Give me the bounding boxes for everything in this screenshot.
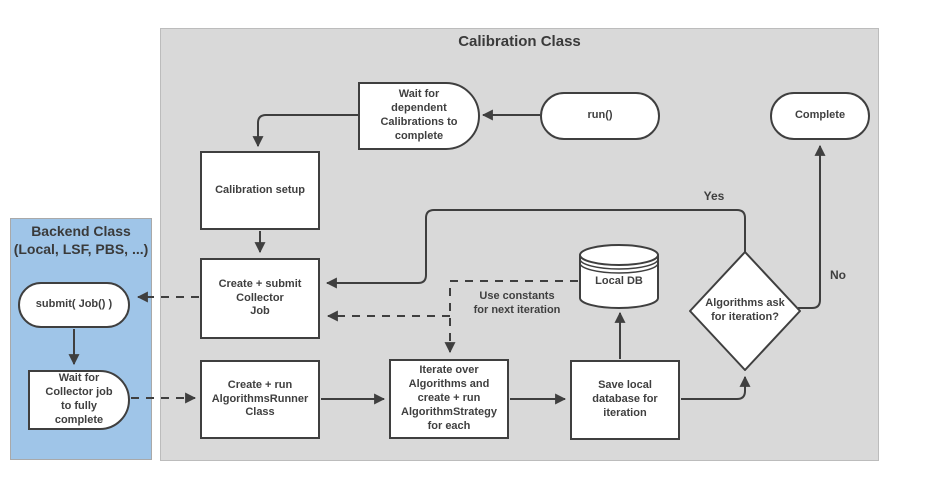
edge-save-to-decision <box>681 375 751 400</box>
node-label: Create + run AlgorithmsRunner Class <box>211 378 309 419</box>
calibration-class-title: Calibration Class <box>458 33 581 50</box>
node-label: Algorithms ask for iteration? <box>705 297 785 323</box>
node-complete: Complete <box>770 92 870 140</box>
node-label: Local DB <box>595 274 643 287</box>
node-wait-dependent-calibrations: Wait for dependent Calibrations to compl… <box>358 82 480 150</box>
edge-decision-yes-to-create-submit <box>325 209 746 289</box>
node-local-db: Local DB <box>579 244 659 309</box>
node-label: run() <box>587 109 613 122</box>
edge-localdb-to-iterate-dashed <box>444 280 578 354</box>
yes-label: Yes <box>703 189 725 203</box>
use-constants-label: Use constants for next iteration <box>473 290 561 317</box>
database-cylinder-shape <box>579 244 659 309</box>
node-decision-algorithms-ask: Algorithms ask for iteration? <box>689 251 801 371</box>
node-save-local-database: Save local database for iteration <box>570 360 680 440</box>
node-label: Create + submit Collector Job <box>218 277 302 318</box>
node-run: run() <box>540 92 660 140</box>
node-create-submit-collector-job: Create + submit Collector Job <box>200 258 320 339</box>
node-label: Wait for Collector job to fully complete <box>45 372 113 426</box>
no-label: No <box>830 268 846 282</box>
node-submit-job: submit( Job() ) <box>18 282 130 328</box>
edge-decision-no-to-complete <box>798 144 826 309</box>
node-create-run-algorithmsrunner: Create + run AlgorithmsRunner Class <box>200 360 320 439</box>
node-label: submit( Job() ) <box>35 298 113 311</box>
node-wait-collector-job: Wait for Collector job to fully complete <box>28 370 130 430</box>
node-label: Iterate over Algorithms and create + run… <box>401 364 497 432</box>
node-iterate-algorithms: Iterate over Algorithms and create + run… <box>389 359 509 439</box>
backend-class-title: Backend Class (Local, LSF, PBS, ...) <box>13 223 149 258</box>
node-calibration-setup: Calibration setup <box>200 151 320 230</box>
node-label: Save local database for iteration <box>592 379 658 419</box>
node-label: Wait for dependent Calibrations to compl… <box>380 88 458 142</box>
node-label: Complete <box>794 109 846 122</box>
node-label: Calibration setup <box>215 183 305 196</box>
diamond-shape <box>689 251 801 371</box>
edge-wait-dependent-to-setup <box>252 114 358 148</box>
